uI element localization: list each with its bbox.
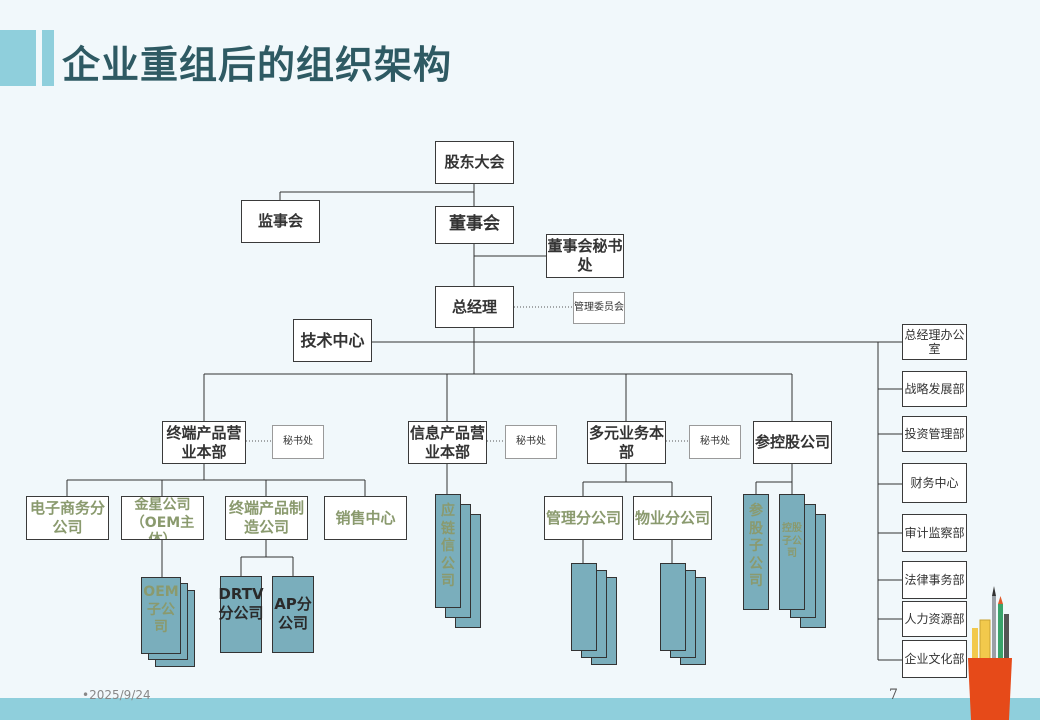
node-shareholders-meeting: 股东大会 (435, 141, 514, 184)
node-board-of-directors: 董事会 (435, 206, 514, 244)
dept-investment-management: 投资管理部 (902, 416, 967, 452)
node-management-branch: 管理分公司 (544, 496, 623, 540)
dept-audit-supervision: 审计监察部 (902, 514, 967, 552)
node-holding-subsidiary-2: 控股子公司 (779, 494, 805, 610)
node-info-stack-company: 应链信公司 (435, 494, 461, 608)
title-accent-bar-thin (42, 30, 54, 86)
dept-corporate-culture: 企业文化部 (902, 640, 967, 678)
node-management-committee: 管理委员会 (573, 292, 625, 324)
node-terminal-manufacturing: 终端产品制造公司 (225, 496, 308, 540)
stack-layer (660, 563, 686, 651)
node-info-products-division: 信息产品营业本部 (408, 421, 487, 464)
node-board-secretary-office: 董事会秘书处 (546, 234, 624, 278)
node-drtv-branch: DRTV分公司 (218, 576, 264, 653)
node-sales-center: 销售中心 (324, 496, 407, 540)
node-holding-companies: 参控股公司 (753, 421, 832, 464)
node-multi-business-division: 多元业务本部 (587, 421, 666, 464)
node-supervisory-board: 监事会 (241, 200, 320, 243)
node-general-manager: 总经理 (435, 286, 514, 328)
page-title: 企业重组后的组织架构 (62, 43, 453, 87)
node-ecommerce-branch: 电子商务分公司 (26, 496, 109, 540)
node-tech-center: 技术中心 (293, 319, 372, 362)
node-oem-subsidiary: OEM子公司 (141, 577, 181, 654)
node-holding-subsidiary-1: 参股子公司 (743, 494, 769, 610)
dept-gm-office: 总经理办公室 (902, 324, 967, 360)
pencil-cup-decoration (968, 586, 1012, 720)
dept-strategy-development: 战略发展部 (902, 371, 967, 407)
node-ap-branch: AP分公司 (272, 576, 314, 653)
bottom-accent-bar (0, 698, 1040, 720)
node-terminal-products-division: 终端产品营业本部 (162, 421, 246, 464)
node-secretary-office-1: 秘书处 (272, 425, 324, 459)
dept-legal-affairs: 法律事务部 (902, 561, 967, 599)
node-secretary-office-3: 秘书处 (689, 425, 741, 459)
node-secretary-office-2: 秘书处 (505, 425, 557, 459)
dept-human-resources: 人力资源部 (902, 601, 967, 637)
footer-date: •2025/9/24 (82, 688, 151, 702)
page-number: 7 (889, 687, 898, 703)
node-jinxing-company: 金星公司（OEM主体） (121, 496, 204, 540)
stack-layer (571, 563, 597, 651)
title-accent-bar (0, 30, 36, 86)
node-property-branch: 物业分公司 (633, 496, 712, 540)
dept-finance-center: 财务中心 (902, 463, 967, 503)
